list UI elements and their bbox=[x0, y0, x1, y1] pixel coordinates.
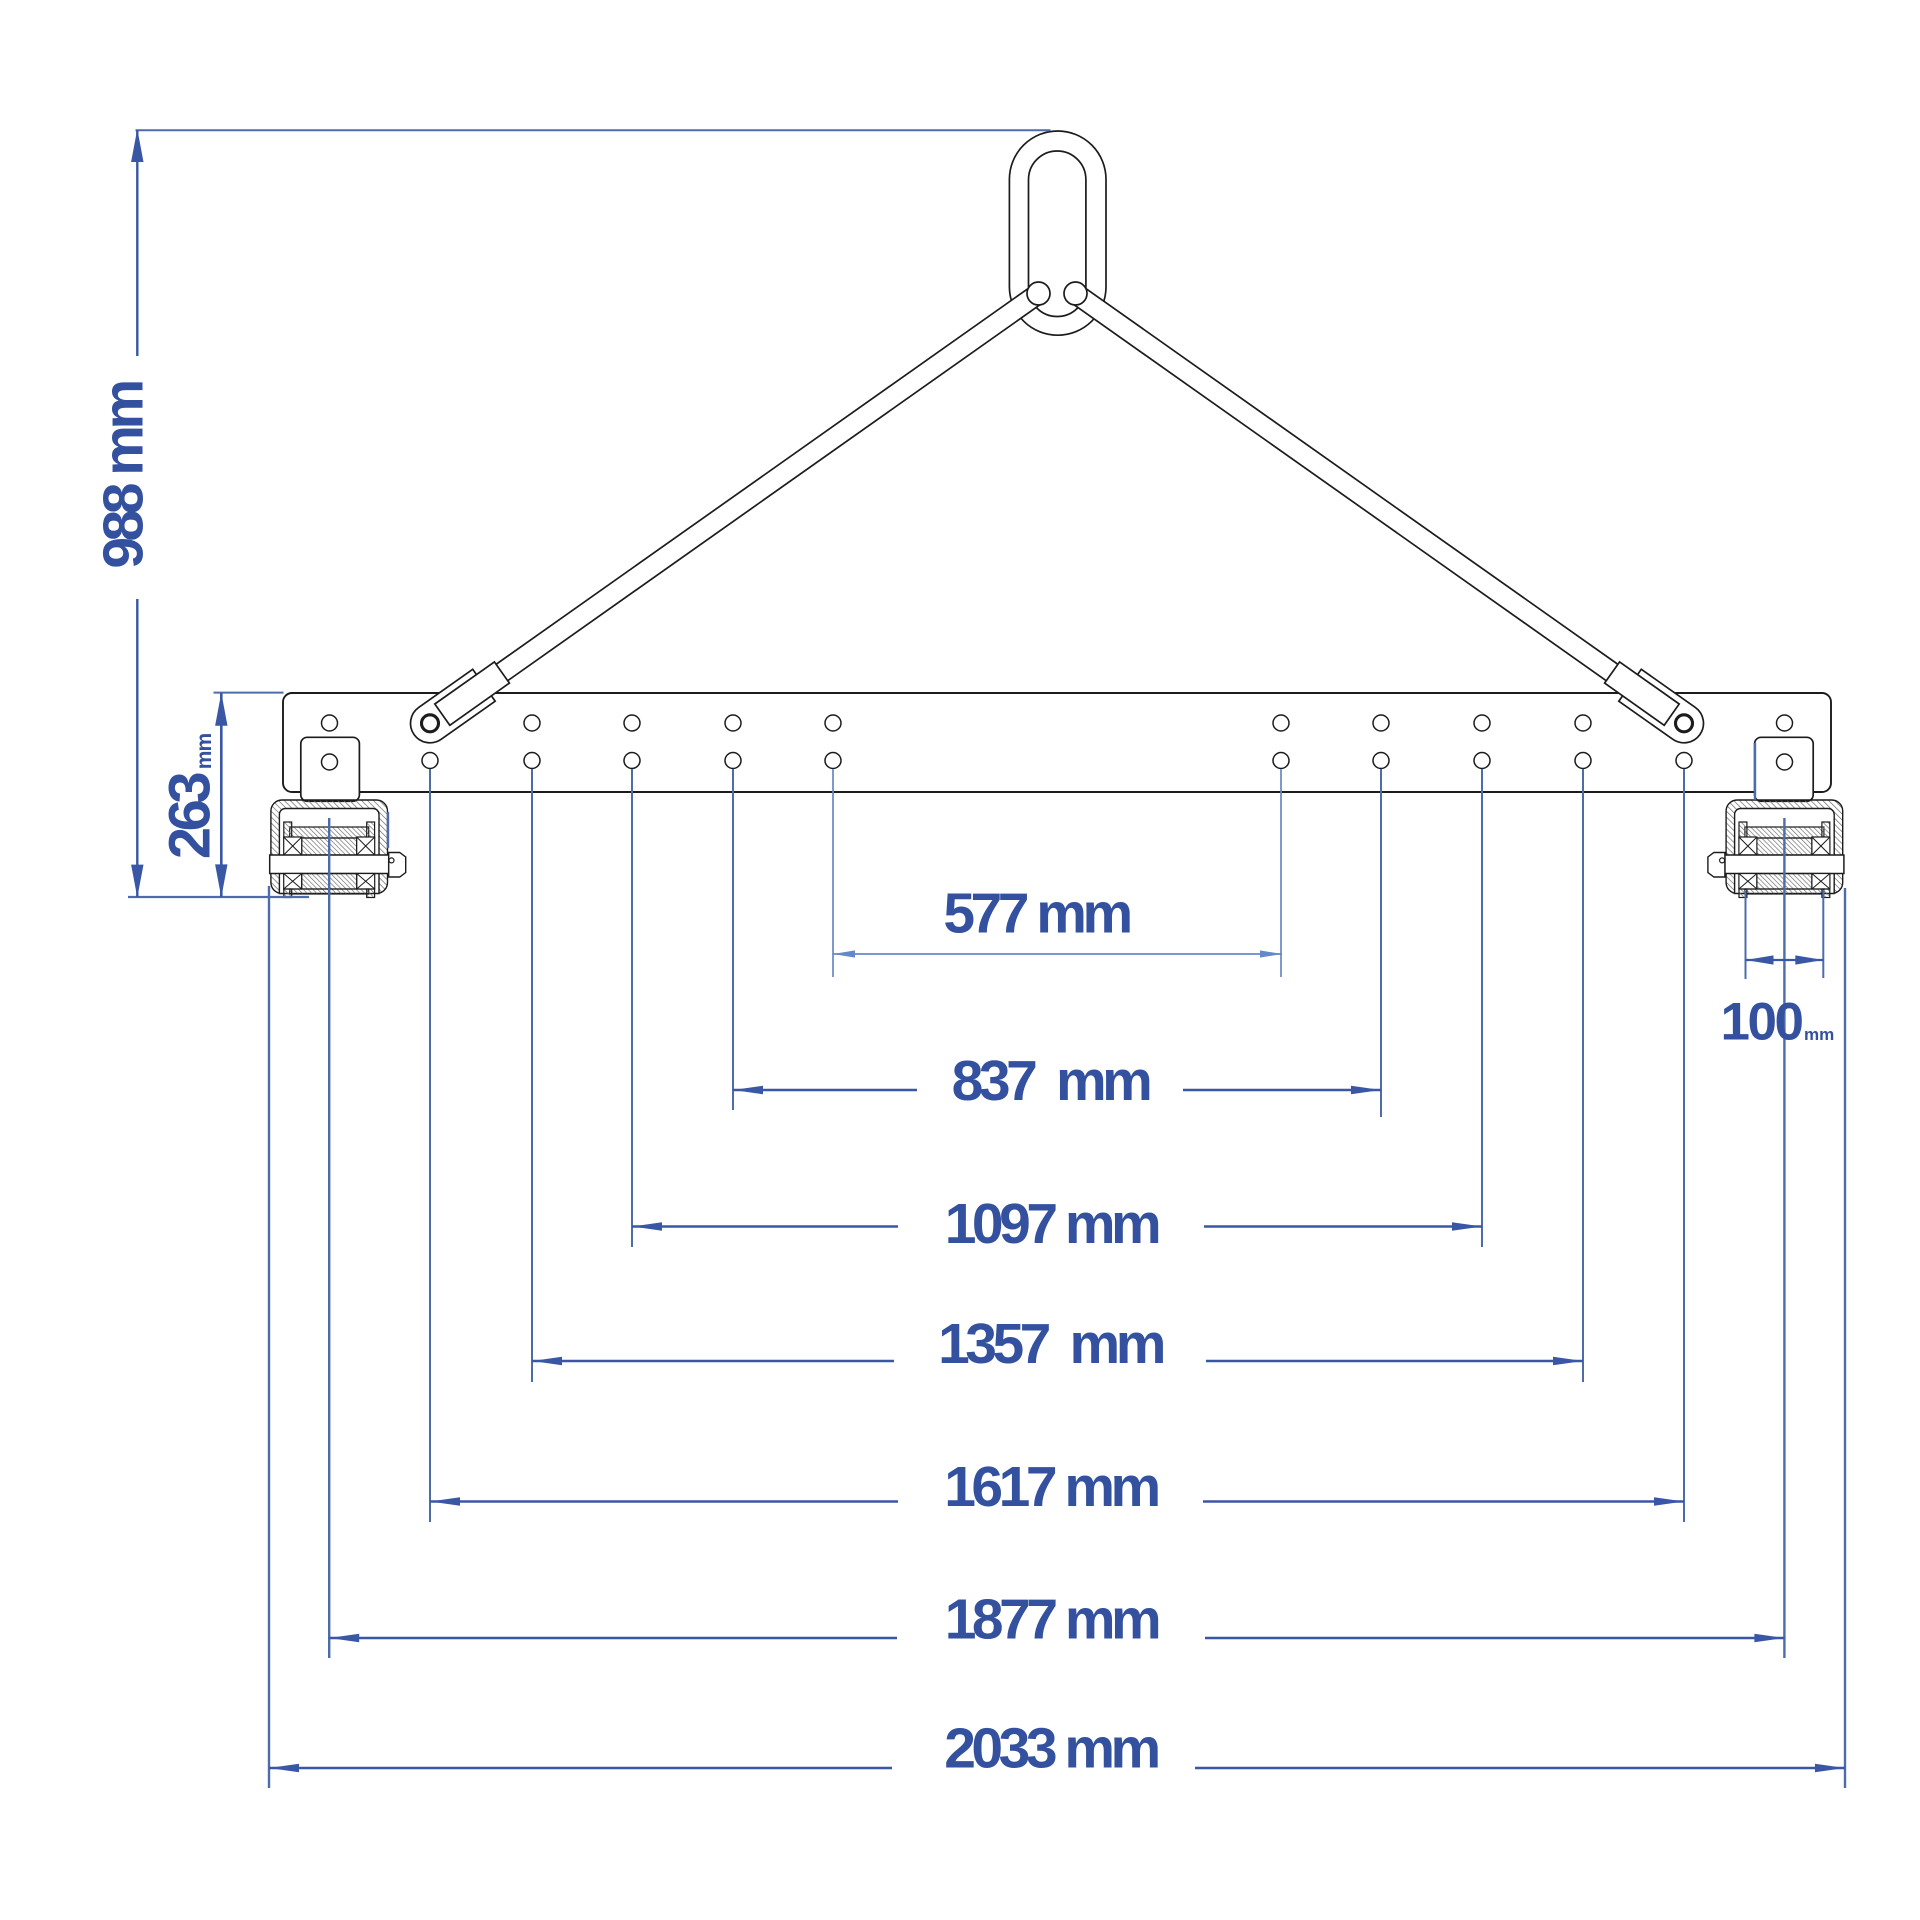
svg-text:1097 mm: 1097 mm bbox=[945, 1192, 1159, 1256]
svg-text:mm: mm bbox=[1804, 1025, 1834, 1044]
svg-text:577 mm: 577 mm bbox=[943, 882, 1130, 946]
svg-text:1877 mm: 1877 mm bbox=[945, 1588, 1159, 1652]
svg-text:1617 mm: 1617 mm bbox=[944, 1455, 1158, 1519]
svg-text:837 mm: 837 mm bbox=[952, 1049, 1150, 1113]
svg-text:263: 263 bbox=[158, 773, 223, 860]
svg-text:mm: mm bbox=[193, 734, 216, 770]
svg-text:1357 mm: 1357 mm bbox=[938, 1312, 1164, 1376]
svg-text:100: 100 bbox=[1721, 993, 1803, 1052]
svg-text:988 mm: 988 mm bbox=[92, 382, 156, 569]
svg-text:2033 mm: 2033 mm bbox=[944, 1717, 1158, 1781]
